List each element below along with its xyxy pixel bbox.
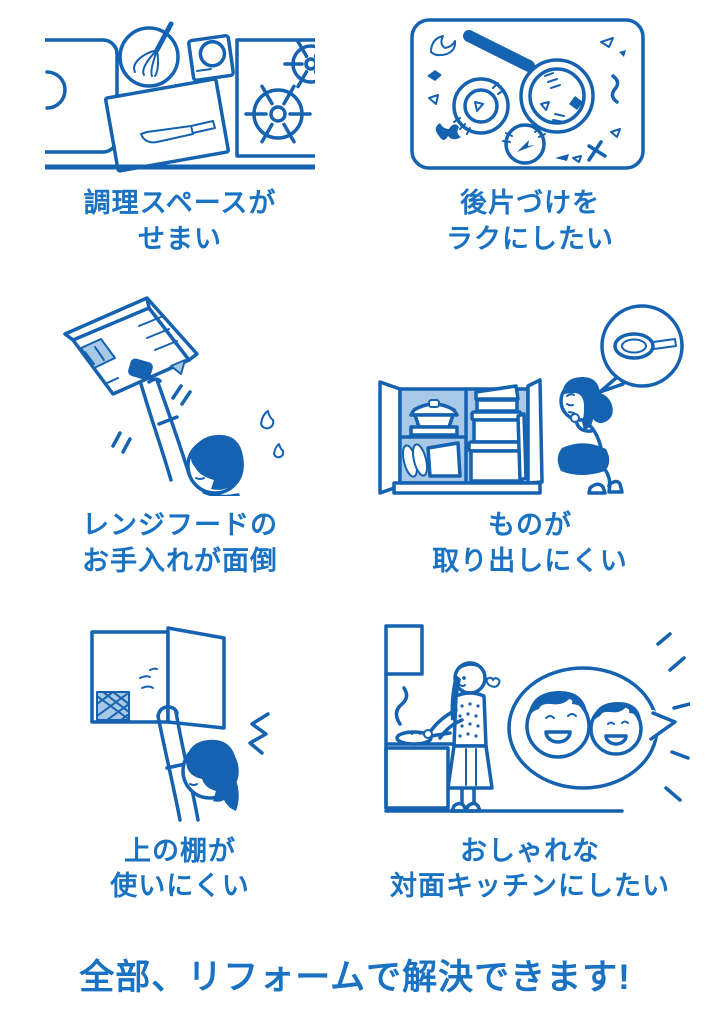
father-face-icon <box>525 690 591 759</box>
problem-panel-cooking-space: 調理スペースが せまい <box>15 12 345 257</box>
wall-cabinet-icon <box>90 625 226 730</box>
caption-line: お手入れが面倒 <box>82 545 278 576</box>
caption-line: 対面キッチンにしたい <box>390 871 670 902</box>
problem-caption: ものが 取り出しにくい <box>432 508 627 579</box>
problem-panel-cleanup: 後片づけを ラクにしたい <box>365 12 695 257</box>
range-hood-cleaning-illustration <box>55 291 305 497</box>
problems-row-1: 調理スペースが せまい <box>0 12 710 257</box>
caption-line: 調理スペースが <box>83 188 277 218</box>
stove-icon <box>235 38 315 158</box>
kitchen-counter-icon <box>45 21 315 173</box>
problem-panel-storage: ものが 取り出しにくい <box>365 291 695 579</box>
headline: 全部、リフォームで解決できます! <box>79 957 631 997</box>
caption-line: 取り出しにくい <box>432 545 628 576</box>
kitchen-timer-icon <box>187 34 235 82</box>
thought-bubble-pan-icon <box>598 304 684 394</box>
cabinet-icon <box>378 304 684 495</box>
sweater-dots <box>458 701 480 738</box>
food-scraps-icons <box>427 35 626 163</box>
upper-shelf-reaching-illustration <box>70 614 290 822</box>
problem-caption: 後片づけを ラクにしたい <box>446 186 614 257</box>
problem-panel-range-hood: レンジフードの お手入れが面倒 <box>15 291 345 579</box>
caption-line: せまい <box>137 223 222 254</box>
cooking-woman-icon <box>423 660 501 813</box>
whisk-bowl-icon <box>118 21 180 88</box>
wiping-arm-icon <box>111 358 192 482</box>
problem-caption: レンジフードの お手入れが面倒 <box>82 508 278 579</box>
woman-looking-up-icon <box>181 739 239 811</box>
caption-line: レンジフードの <box>82 510 278 541</box>
problem-caption: おしゃれな 対面キッチンにしたい <box>390 834 670 905</box>
irritation-squiggle-icon <box>248 711 270 755</box>
family-speech-bubble-icon <box>507 665 677 790</box>
open-kitchen-icon <box>384 623 690 813</box>
problem-caption: 上の棚が 使いにくい <box>110 834 249 905</box>
range-hood-box-icon <box>63 296 199 396</box>
open-kitchen-family-illustration <box>370 614 690 822</box>
caption-line: 後片づけを <box>460 188 600 218</box>
pot-icon <box>409 399 459 437</box>
problem-panel-upper-shelf: 上の棚が 使いにくい <box>15 614 345 905</box>
problems-row-2: レンジフードの お手入れが面倒 <box>0 291 710 579</box>
range-hood-icon <box>63 296 285 497</box>
problem-caption: 調理スペースが せまい <box>84 186 277 257</box>
frying-pan-icon <box>463 30 595 134</box>
caption-line: おしゃれな <box>460 835 600 866</box>
upper-cabinet-icon <box>90 625 270 822</box>
tray-border <box>410 18 645 170</box>
kitchen-unit-icon <box>384 623 457 810</box>
sweat-drops-icon <box>260 410 285 459</box>
man-looking-up-icon <box>186 435 244 497</box>
bowl-icon <box>452 77 510 135</box>
emphasis-lines-icon <box>656 631 690 802</box>
problems-row-3: 上の棚が 使いにくい <box>0 614 710 905</box>
plates-box-icon <box>402 441 462 478</box>
crouching-woman-icon <box>557 377 624 495</box>
small-bowl-icon <box>502 123 546 165</box>
cabinet-storage-illustration <box>370 291 690 496</box>
caption-line: ラクにしたい <box>446 223 614 254</box>
dirty-pan-cleanup-illustration <box>405 12 655 174</box>
caption-line: ものが <box>488 510 572 541</box>
kitchen-counter-illustration <box>45 12 315 174</box>
dirty-dishes-icon <box>410 18 645 170</box>
child-face-icon <box>589 701 643 756</box>
stacked-containers-icon <box>467 384 528 483</box>
cutting-board-knife-icon <box>103 77 231 173</box>
caption-line: 使いにくい <box>110 871 250 902</box>
sink-icon <box>45 38 119 154</box>
caption-line: 上の棚が <box>124 835 236 866</box>
problem-panel-open-kitchen: おしゃれな 対面キッチンにしたい <box>365 614 695 905</box>
